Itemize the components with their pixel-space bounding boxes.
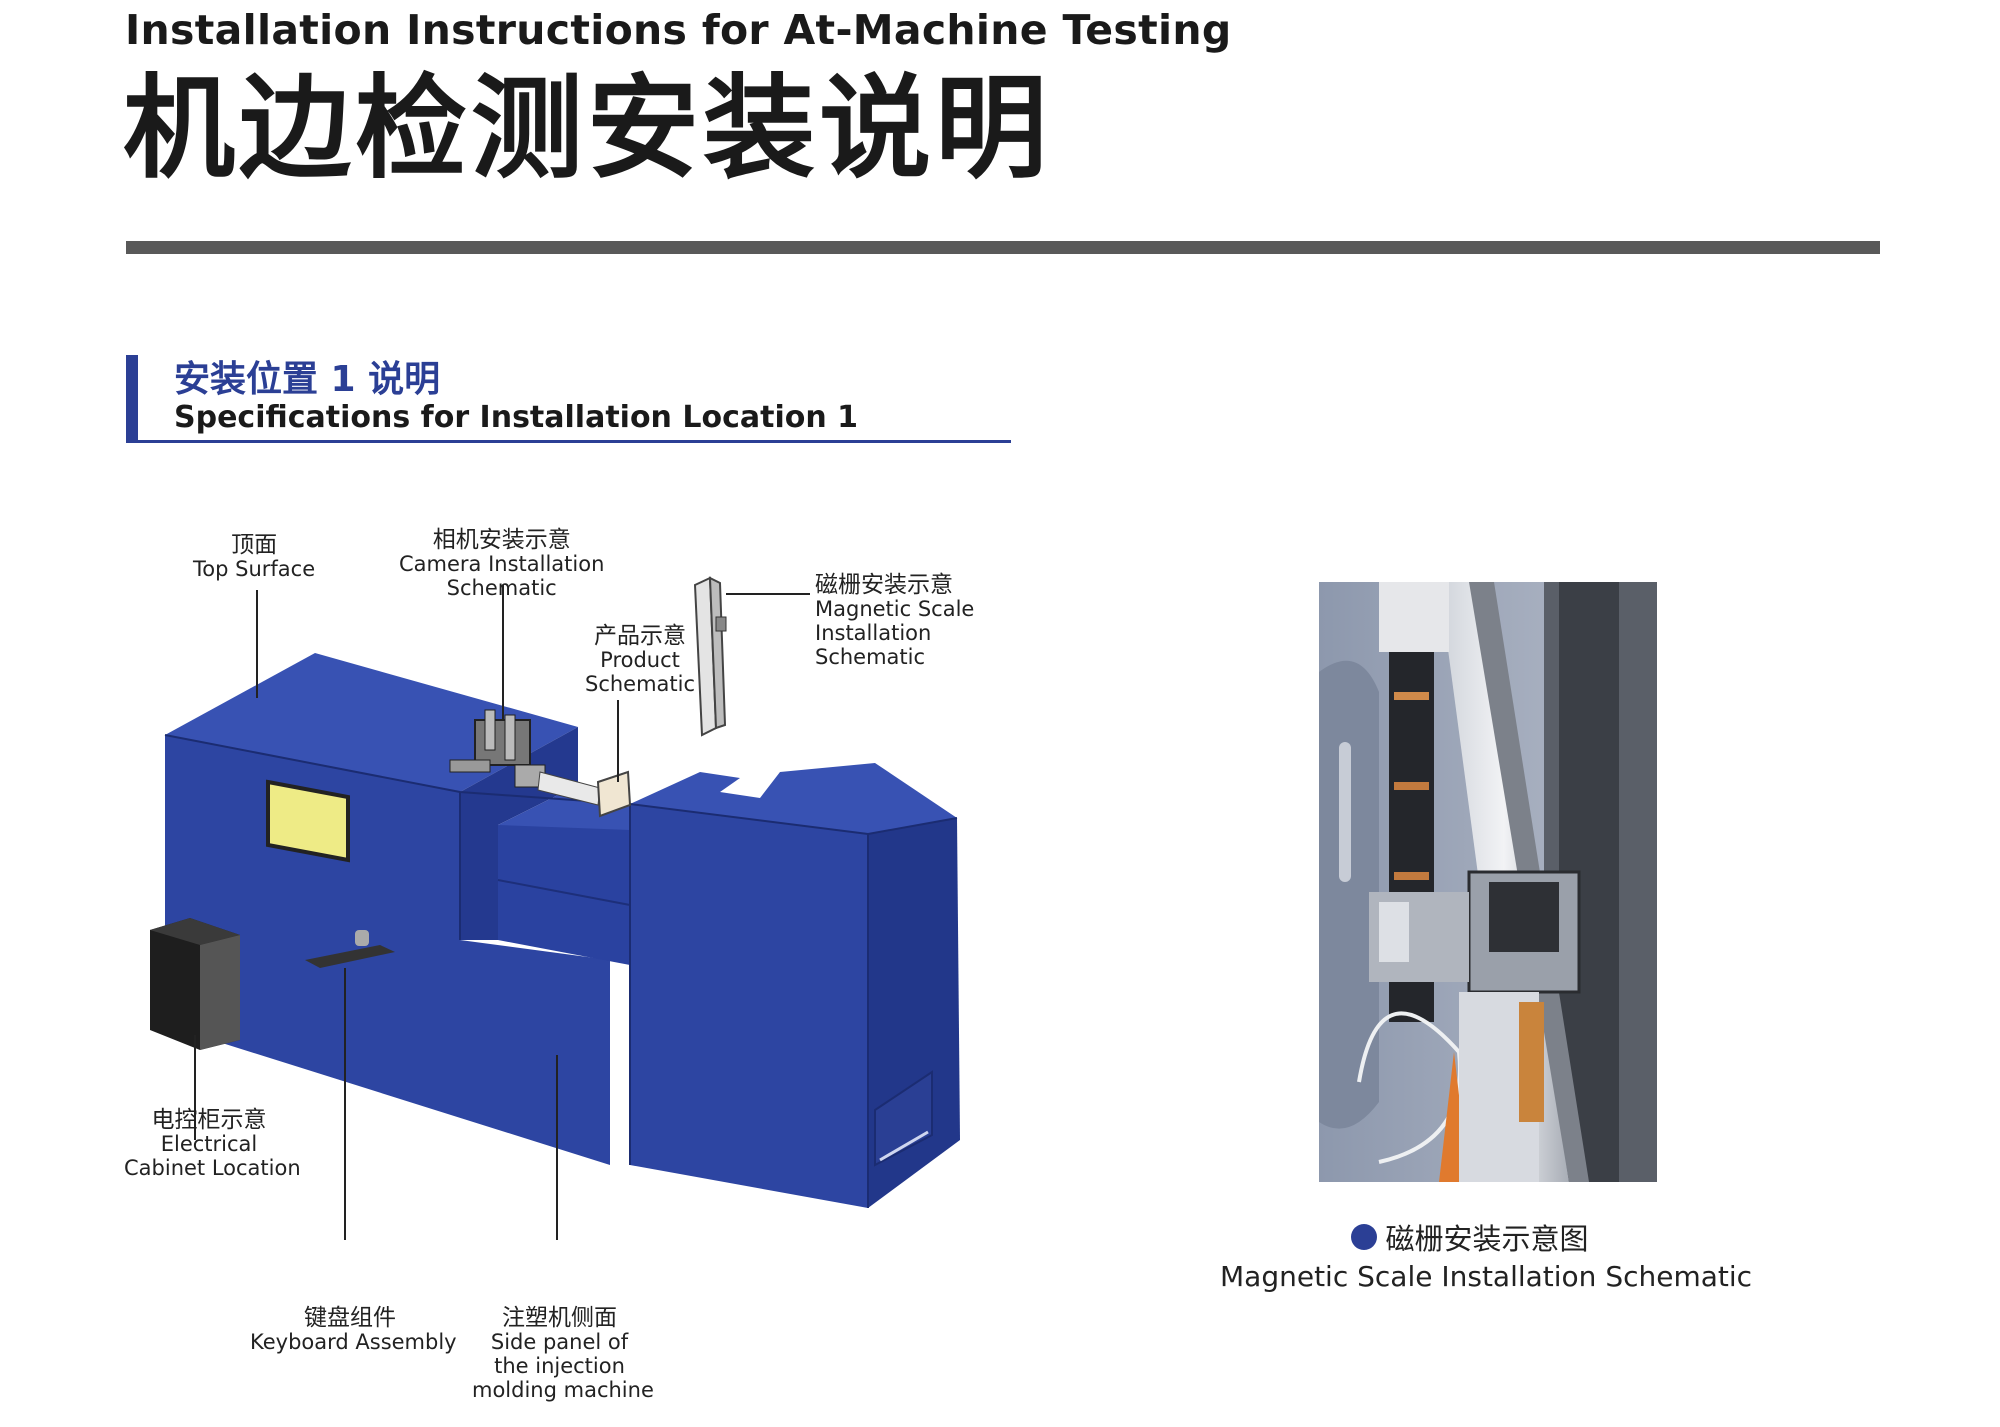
label-camera-en2: Schematic bbox=[446, 576, 557, 600]
label-side-panel-en2: the injection bbox=[494, 1354, 625, 1378]
machine-slot bbox=[874, 1070, 933, 1167]
label-product-cn: 产品示意 bbox=[594, 623, 687, 649]
label-magnetic-en1: Magnetic Scale bbox=[815, 597, 975, 621]
recess-edge bbox=[497, 879, 631, 906]
label-top-surface-cn: 顶面 bbox=[231, 532, 278, 558]
label-side-panel: 注塑机侧面 Side panel of the injection moldin… bbox=[472, 1305, 654, 1402]
machine-diagram bbox=[150, 576, 960, 1240]
label-magnetic-en2: Installation bbox=[815, 621, 932, 645]
label-side-panel-en1: Side panel of bbox=[490, 1330, 629, 1354]
label-side-panel-cn: 注塑机侧面 bbox=[502, 1305, 617, 1331]
photo-caption: 磁栅安装示意图 Magnetic Scale Installation Sche… bbox=[1220, 1216, 1753, 1293]
bullet-dot-icon bbox=[1351, 1224, 1378, 1250]
label-cabinet-en2: Cabinet Location bbox=[124, 1156, 301, 1180]
machine-right-top bbox=[630, 763, 957, 834]
photo-caption-cn: 磁栅安装示意图 bbox=[1385, 1222, 1589, 1256]
cabinet-side bbox=[200, 935, 240, 1050]
label-camera-cn: 相机安装示意 bbox=[432, 527, 571, 553]
label-cabinet-en1: Electrical bbox=[160, 1132, 258, 1156]
machine-recess-block bbox=[498, 825, 630, 965]
label-cabinet: 电控柜示意 Electrical Cabinet Location bbox=[124, 1107, 301, 1180]
label-camera: 相机安装示意 Camera Installation Schematic bbox=[399, 528, 604, 600]
label-product: 产品示意 Product Schematic bbox=[585, 624, 695, 696]
title-divider bbox=[126, 241, 1880, 254]
label-top-surface: 顶面 Top Surface bbox=[193, 533, 315, 581]
magnetic-scale-photo bbox=[1319, 582, 1657, 1182]
keyboard-mount bbox=[355, 930, 369, 946]
label-side-panel-en3: molding machine bbox=[472, 1378, 654, 1402]
section-title-cn: 安装位置 1 说明 bbox=[174, 359, 441, 400]
slot-rail bbox=[879, 1130, 929, 1162]
page-title-en: Installation Instructions for At-Machine… bbox=[125, 6, 1232, 54]
label-keyboard-en: Keyboard Assembly bbox=[250, 1330, 457, 1354]
label-magnetic: 磁栅安装示意 Magnetic Scale Installation Schem… bbox=[815, 573, 974, 669]
camera-rig bbox=[449, 709, 601, 806]
magnetic-scale-rail bbox=[693, 576, 727, 737]
label-product-en2: Schematic bbox=[585, 672, 696, 696]
keyboard bbox=[305, 945, 395, 968]
label-product-en1: Product bbox=[600, 648, 680, 672]
photo-caption-en: Magnetic Scale Installation Schematic bbox=[1220, 1260, 1753, 1293]
section-underline bbox=[126, 440, 1011, 443]
label-keyboard: 键盘组件 Keyboard Assembly bbox=[250, 1305, 457, 1354]
machine-right-front bbox=[630, 804, 868, 1208]
control-screen bbox=[266, 779, 350, 863]
label-magnetic-en3: Schematic bbox=[815, 645, 926, 669]
photo-caption-cn-row: 磁栅安装示意图 bbox=[1220, 1216, 1720, 1258]
label-keyboard-cn: 键盘组件 bbox=[304, 1305, 396, 1331]
label-magnetic-cn: 磁栅安装示意 bbox=[815, 572, 953, 598]
label-top-surface-en: Top Surface bbox=[193, 557, 316, 581]
label-camera-en1: Camera Installation bbox=[399, 552, 605, 576]
label-cabinet-cn: 电控柜示意 bbox=[151, 1107, 267, 1133]
section-title-en: Specifications for Installation Location… bbox=[174, 400, 859, 435]
section-accent-bar bbox=[126, 355, 138, 441]
page-title-cn: 机边检测安装说明 bbox=[123, 64, 1051, 194]
cabinet-top bbox=[150, 918, 240, 945]
